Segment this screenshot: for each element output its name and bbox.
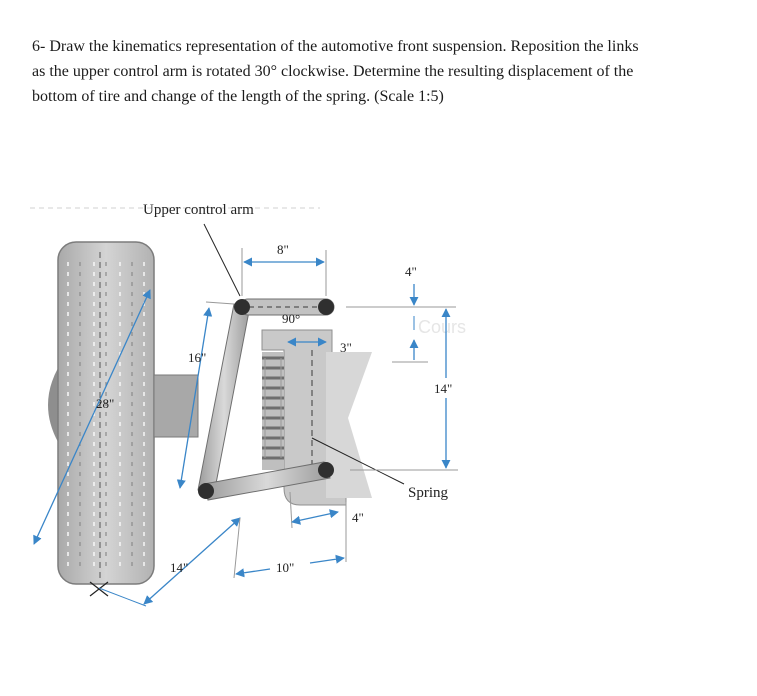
problem-line-1: 6- Draw the kinematics representation of… (32, 38, 639, 55)
problem-statement: 6- Draw the kinematics representation of… (32, 34, 732, 109)
leader-upper-control-arm (203, 223, 241, 297)
pivot-upper-inner (318, 299, 334, 315)
spindle (153, 374, 199, 438)
label-14-right: 14" (434, 381, 452, 396)
dim-14-right-gap (428, 378, 464, 398)
dim-16 (176, 307, 213, 489)
spring (262, 352, 284, 470)
label-16: 16" (188, 350, 206, 365)
frame-shadow (326, 352, 372, 498)
pivot-lower-outer (198, 483, 214, 499)
problem-line-3: bottom of tire and change of the length … (32, 88, 444, 105)
tire-contact-mark-b (89, 581, 109, 597)
hub-cap (48, 368, 58, 442)
pivot-lower-inner (318, 462, 334, 478)
leader-spring (311, 437, 405, 485)
dim-10-b (309, 554, 345, 564)
label-28: 28" (96, 396, 114, 411)
label-90-deg: 90° (282, 311, 300, 326)
label-10: 10" (276, 560, 294, 575)
label-3: 3" (340, 340, 352, 355)
label-8: 8" (277, 242, 289, 257)
ext-10-left (233, 517, 241, 579)
dim-4-bottom (291, 509, 339, 525)
pivot-upper-outer (234, 299, 250, 315)
label-14-bottom: 14" (170, 560, 188, 575)
label-spring: Spring (408, 485, 449, 501)
label-4-bottom: 4" (352, 510, 364, 525)
tire (57, 241, 155, 585)
knuckle-link (197, 303, 251, 495)
label-upper-control-arm: Upper control arm (143, 202, 254, 218)
dim-14-bottom (143, 517, 241, 605)
problem-line-2: as the upper control arm is rotated 30° … (32, 63, 634, 80)
dim-28 (33, 289, 151, 545)
label-4-top: 4" (405, 264, 417, 279)
ext-14-bottom-low (98, 587, 147, 607)
watermark-text: Cours (418, 317, 466, 337)
ext-16-top (205, 301, 235, 305)
dim-10-a (235, 568, 271, 578)
